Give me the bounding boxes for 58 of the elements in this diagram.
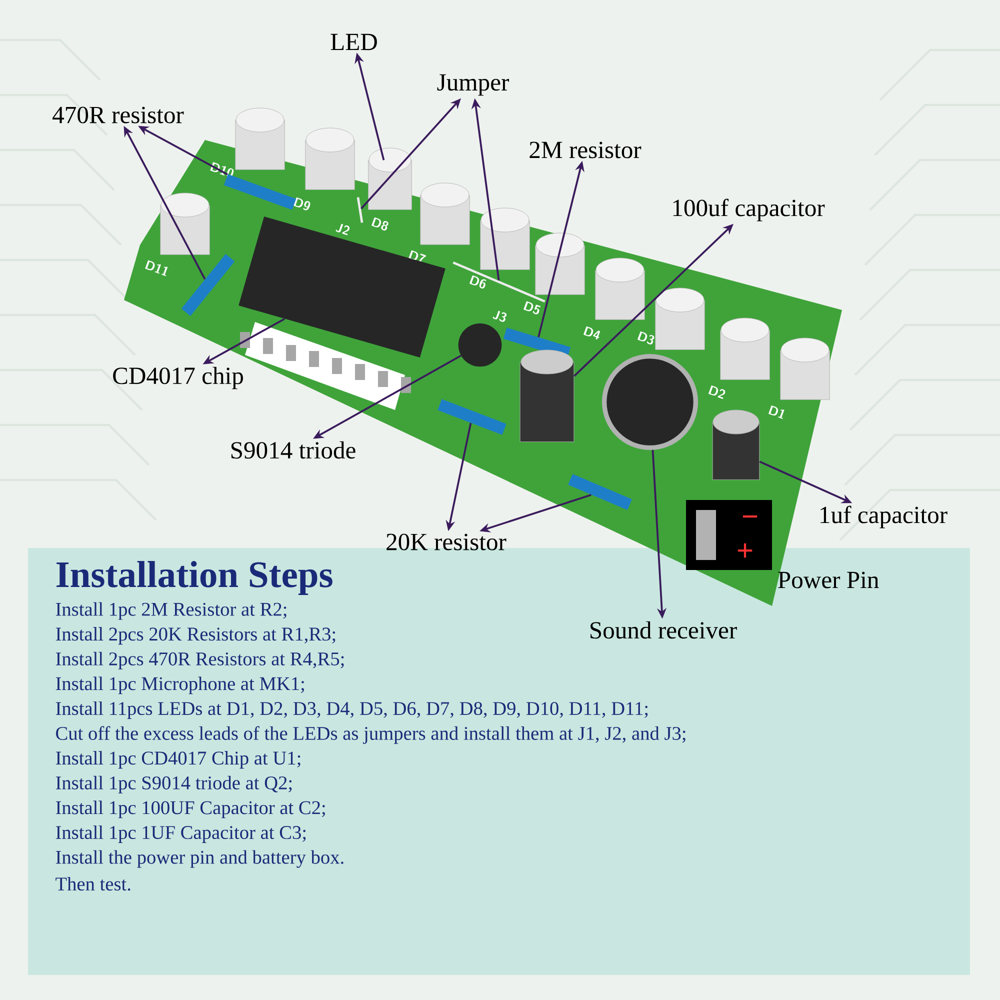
led <box>595 258 645 320</box>
step-text: Install 1pc 1UF Capacitor at C3; <box>56 825 306 843</box>
callout-label: Jumper <box>437 74 509 96</box>
led <box>655 288 705 350</box>
step-text: Install 1pc S9014 triode at Q2; <box>56 776 292 794</box>
polarity-sign: + <box>738 543 752 558</box>
callout-label: 470R resistor <box>52 106 184 124</box>
step-text: Install 2pcs 20K Resistors at R1,R3; <box>56 627 336 645</box>
callout-label: 2M resistor <box>530 142 642 158</box>
silkscreen-label: D8 <box>372 217 388 230</box>
callout-label: Power Pin <box>778 572 879 588</box>
silkscreen-label: J2 <box>336 224 350 236</box>
resistor <box>438 399 506 435</box>
step-text: Install 11pcs LEDs at D1, D2, D3, D4, D5, D6, D7, D8, D9, D10, D11, D11; <box>56 701 648 719</box>
silkscreen-label: D11 <box>145 260 168 276</box>
callout-label: Sound receiver <box>590 621 737 639</box>
step-text: Install 1pc 100UF Capacitor at C2; <box>56 800 325 818</box>
resistor <box>568 474 632 510</box>
step-text: Install 1pc Microphone at MK1; <box>56 676 304 694</box>
capacitor <box>712 410 760 480</box>
resistor <box>181 254 235 316</box>
step-text: Install 2pcs 470R Resistors at R4,R5; <box>56 652 344 670</box>
capacitor <box>520 350 574 442</box>
silkscreen-label: J3 <box>492 310 507 322</box>
silkscreen-label: D2 <box>708 386 726 399</box>
led <box>780 338 830 400</box>
step-text: Install the power pin and battery box. <box>56 850 344 868</box>
step-text: Install 1pc CD4017 Chip at U1; <box>56 751 300 769</box>
ic-chip <box>238 216 446 358</box>
led <box>535 232 585 295</box>
callout-label: 20K resistor <box>386 534 506 550</box>
silkscreen-label: D5 <box>524 301 540 314</box>
step-text: Cut off the excess leads of the LEDs as jumpers and install them at J1, J2, and J3; <box>56 726 686 744</box>
led <box>720 318 770 380</box>
led <box>368 148 412 210</box>
callout-label: LED <box>330 34 377 50</box>
led <box>480 208 530 270</box>
led <box>160 192 210 255</box>
microphone <box>602 354 698 450</box>
callout-label: S9014 triode <box>231 441 356 459</box>
led <box>235 108 285 170</box>
callout-label: 1uf capacitor <box>820 506 948 528</box>
polarity-sign: − <box>742 515 758 518</box>
silkscreen-label: D4 <box>584 326 600 340</box>
step-text: Then test. <box>56 876 130 891</box>
jumper-wire <box>356 197 364 223</box>
jumper-wire <box>452 261 546 303</box>
silkscreen-label: D1 <box>768 406 784 419</box>
callout-label: CD4017 chip <box>113 366 243 390</box>
transistor <box>458 323 502 367</box>
silkscreen-label: D3 <box>638 331 654 344</box>
silkscreen-label: D9 <box>294 197 310 210</box>
panel-title: Installation Steps <box>56 561 332 595</box>
led <box>420 182 470 245</box>
step-text: Install 1pc 2M Resistor at R2; <box>56 602 286 620</box>
silkscreen-label: D6 <box>470 275 486 288</box>
led <box>305 128 355 190</box>
callout-label: 100uf capacitor <box>673 198 825 222</box>
